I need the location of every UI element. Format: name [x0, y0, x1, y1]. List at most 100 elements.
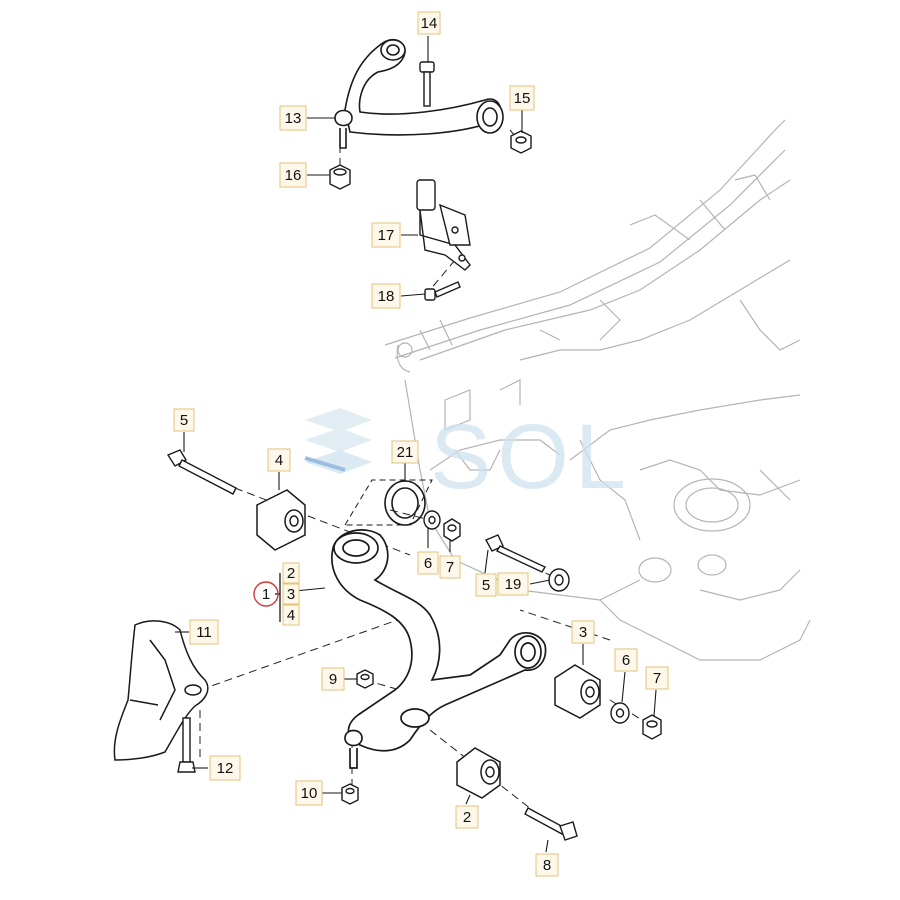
callout-number: 6 — [622, 652, 630, 669]
bolt-18 — [424, 281, 461, 301]
callout-number: 3 — [287, 586, 295, 603]
callout-box — [282, 583, 300, 605]
callout-number: 2 — [287, 565, 295, 582]
nut-9 — [356, 669, 374, 689]
callout-21: 21 — [391, 440, 419, 464]
nut-7a — [443, 518, 461, 542]
callout-box — [614, 648, 638, 672]
callout-box — [475, 573, 497, 597]
callout-number: 19 — [505, 576, 522, 593]
bolt-5b — [485, 534, 546, 573]
nut-10 — [341, 783, 359, 805]
callout-box — [571, 620, 595, 644]
callout-5a: 5 — [173, 408, 195, 432]
lower-control-arm — [331, 529, 547, 769]
callout-box — [509, 85, 535, 111]
callout-11: 11 — [189, 619, 219, 645]
bolt-12 — [177, 717, 196, 773]
callout-9: 9 — [321, 667, 345, 691]
callout-box — [497, 572, 529, 596]
callout-number: 6 — [424, 555, 432, 572]
ring-21 — [344, 479, 433, 526]
callout-18: 18 — [371, 283, 401, 309]
nut-16 — [329, 164, 351, 190]
callout-number: 9 — [329, 671, 337, 688]
callout-number: 5 — [180, 412, 188, 429]
sensor-17 — [416, 179, 471, 271]
callout-g3: 3 — [282, 583, 300, 605]
callout-box — [282, 562, 300, 584]
callout-box — [455, 805, 479, 829]
callout-1: 1 — [262, 586, 270, 603]
callout-box — [209, 755, 241, 781]
callout-box — [267, 448, 291, 472]
upper-control-arm — [334, 38, 504, 149]
callout-number: 15 — [514, 90, 531, 107]
callout-7b: 7 — [645, 666, 669, 690]
callout-2: 2 — [455, 805, 479, 829]
callout-box — [282, 604, 300, 626]
callout-g2: 2 — [282, 562, 300, 584]
bolt-14 — [419, 61, 435, 107]
callout-number: 3 — [579, 624, 587, 641]
callout-16: 16 — [279, 162, 307, 188]
callout-box — [417, 11, 441, 35]
subframe-ghost — [384, 119, 811, 661]
callout-number: 8 — [543, 857, 551, 874]
callout-box — [417, 551, 439, 575]
callout-19: 19 — [497, 572, 529, 596]
callout-number: 14 — [421, 15, 438, 32]
washer-19 — [548, 568, 570, 592]
watermark-text: SOL — [430, 406, 632, 508]
callout-box — [279, 162, 307, 188]
callout-7a: 7 — [439, 555, 461, 579]
callout-box — [645, 666, 669, 690]
callout-g4: 4 — [282, 604, 300, 626]
callout-number: 5 — [482, 577, 490, 594]
bolt-5a — [166, 449, 237, 495]
callout-13: 13 — [279, 105, 307, 131]
callout-number: 4 — [275, 452, 283, 469]
callout-number: 17 — [378, 227, 395, 244]
callout-15: 15 — [509, 85, 535, 111]
bushing-4 — [256, 489, 306, 551]
nut-7b — [642, 714, 662, 740]
leader-lines — [175, 36, 657, 853]
callout-box — [391, 440, 419, 464]
callout-12: 12 — [209, 755, 241, 781]
callout-8: 8 — [535, 853, 559, 877]
callout-number: 21 — [397, 444, 414, 461]
callout-box — [371, 283, 401, 309]
nut-15 — [510, 130, 532, 154]
highlight-circle — [253, 581, 279, 607]
callout-number: 16 — [285, 167, 302, 184]
callout-number: 13 — [285, 110, 302, 127]
bolt-8 — [524, 807, 578, 841]
callout-number: 2 — [463, 809, 471, 826]
callout-box — [189, 619, 219, 645]
group-bracket-1 — [253, 573, 281, 622]
callout-6b: 6 — [614, 648, 638, 672]
callout-number: 18 — [378, 288, 395, 305]
callout-5b: 5 — [475, 573, 497, 597]
callout-number: 11 — [196, 624, 212, 641]
callout-box — [371, 222, 401, 248]
callout-3: 3 — [571, 620, 595, 644]
bushing-2 — [456, 747, 501, 799]
shield-11 — [113, 620, 209, 761]
washer-6a — [423, 510, 441, 530]
callout-14: 14 — [417, 11, 441, 35]
callout-number: 7 — [446, 559, 454, 576]
callout-4: 4 — [267, 448, 291, 472]
callout-box — [279, 105, 307, 131]
callout-box — [295, 780, 323, 806]
callout-number: 10 — [301, 785, 318, 802]
callout-number: 4 — [287, 607, 295, 624]
callout-box — [173, 408, 195, 432]
callout-10: 10 — [295, 780, 323, 806]
washer-6b — [610, 702, 630, 724]
callout-number: 12 — [217, 760, 234, 777]
callout-number: 1 — [262, 586, 270, 603]
